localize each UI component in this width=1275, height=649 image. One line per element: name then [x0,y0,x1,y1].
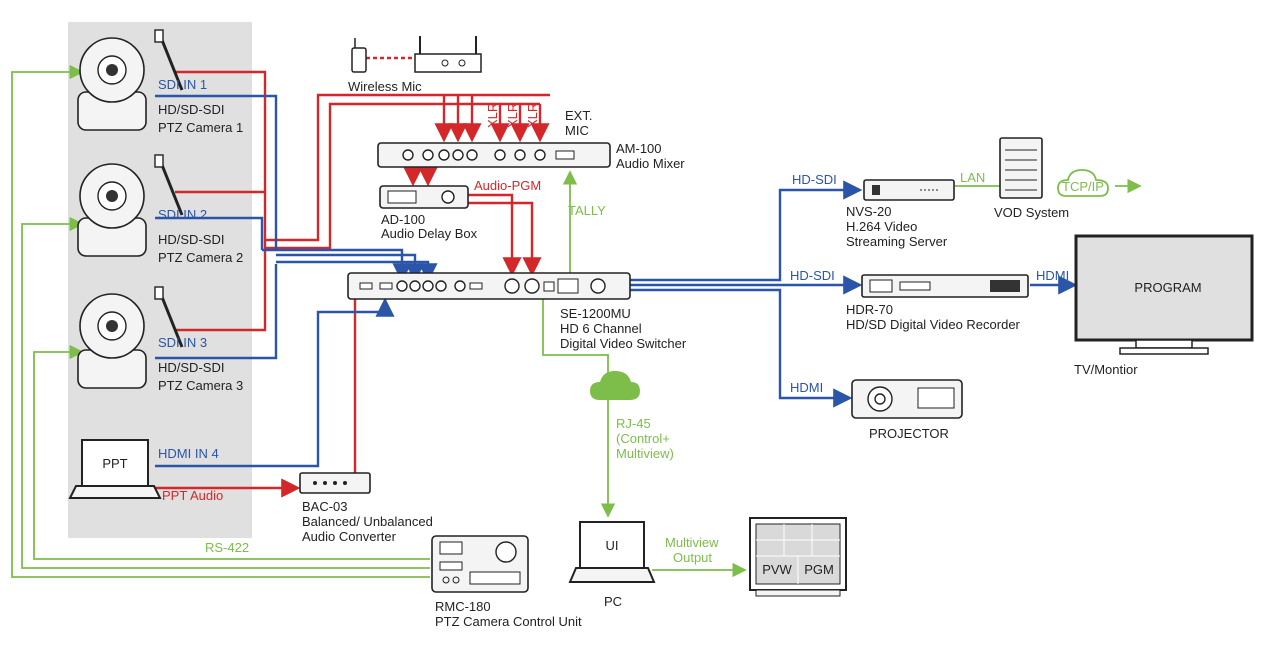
tv-caption: TV/Montior [1074,362,1138,377]
multiview-output-label-line2: Output [673,550,712,565]
switcher-name: Digital Video Switcher [560,336,687,351]
wireless-mic [351,36,482,73]
laptop-screen-text: PPT [102,456,127,471]
camera-1-type-label: HD/SD-SDI [158,102,224,117]
projector-caption: PROJECTOR [869,426,949,441]
tcp-ip-label: TCP/IP [1062,179,1104,194]
lan-label: LAN [960,170,985,185]
multiview-monitor [749,517,847,597]
recorder-link-label: HD-SDI [790,268,835,283]
delay-box-name: Audio Delay Box [381,226,478,241]
streaming-model: NVS-20 [846,204,892,219]
ppt-audio-label: PPT Audio [162,488,223,503]
vod-label: VOD System [994,205,1069,220]
ptz-camera-1 [77,29,184,131]
camera-3-name-label: PTZ Camera 3 [158,378,243,393]
recorder-model: HDR-70 [846,302,893,317]
video-wiring [155,94,1078,468]
converter-type: Balanced/ Unbalanced [302,514,433,529]
camera-2-type-label: HD/SD-SDI [158,232,224,247]
tv-screen-text: PROGRAM [1134,280,1201,295]
xlr-label-3: XLR [525,103,540,128]
rs422-label: RS-422 [205,540,249,555]
tcp-ip-cloud-icon [1057,169,1109,197]
camera-2-input-label: SDI IN 2 [158,207,207,222]
audio-mixer-am-100 [377,142,611,168]
tally-label: TALLY [568,203,606,218]
rj45-label: RJ-45 [616,416,651,431]
rj45-control-label: (Control+ [616,431,670,446]
hdmi-in-4-label: HDMI IN 4 [158,446,219,461]
audio-pgm-label: Audio-PGM [474,178,541,193]
projector [851,379,963,419]
streaming-link-label: HD-SDI [792,172,837,187]
camera-1-input-label: SDI IN 1 [158,77,207,92]
streaming-name: Streaming Server [846,234,948,249]
rj45-multiview-label: Multiview) [616,446,674,461]
camera-1-name-label: PTZ Camera 1 [158,120,243,135]
ptz-camera-3 [77,286,184,389]
camera-3-type-label: HD/SD-SDI [158,360,224,375]
xlr-label-1: XLR [485,103,500,128]
audio-converter-bac-03 [299,472,371,494]
ext-mic-label-line1: EXT. [565,108,592,123]
streaming-codec: H.264 Video [846,219,917,234]
switcher-model: SE-1200MU [560,306,631,321]
audio-mixer-model: AM-100 [616,141,662,156]
monitor-tile-pgm: PGM [804,562,834,577]
tv-monitor [1074,234,1254,355]
controller-name: PTZ Camera Control Unit [435,614,582,629]
camera-2-name-label: PTZ Camera 2 [158,250,243,265]
ext-mic-label-line2: MIC [565,123,589,138]
hdmi-out-label: HDMI [1036,268,1069,283]
ptz-camera-2 [77,154,184,257]
multiview-output-label-line1: Multiview [665,535,719,550]
vod-server-rack [999,137,1043,199]
xlr-label-2: XLR [505,103,520,128]
camera-controller-rmc-180 [431,535,529,593]
audio-wiring [150,56,550,498]
audio-delay-box-ad-100 [379,185,469,209]
controller-model: RMC-180 [435,599,491,614]
audio-mixer-name: Audio Mixer [616,156,685,171]
pc-caption: PC [604,594,622,609]
pc-laptop [568,521,656,583]
control-wiring [11,64,1142,578]
camera-3-input-label: SDI IN 3 [158,335,207,350]
video-switcher-se-1200mu [347,272,631,300]
streaming-server-nvs-20 [863,179,955,201]
switcher-channels: HD 6 Channel [560,321,642,336]
converter-name: Audio Converter [302,529,397,544]
recorder-hdr-70 [861,274,1029,298]
converter-model: BAC-03 [302,499,348,514]
recorder-name: HD/SD Digital Video Recorder [846,317,1021,332]
pc-screen-text: UI [606,538,619,553]
projector-link-label: HDMI [790,380,823,395]
wireless-mic-label: Wireless Mic [348,79,422,94]
network-cloud-icon [590,371,640,400]
ppt-laptop [68,439,162,499]
delay-box-model: AD-100 [381,212,425,227]
monitor-tile-pvw: PVW [762,562,792,577]
